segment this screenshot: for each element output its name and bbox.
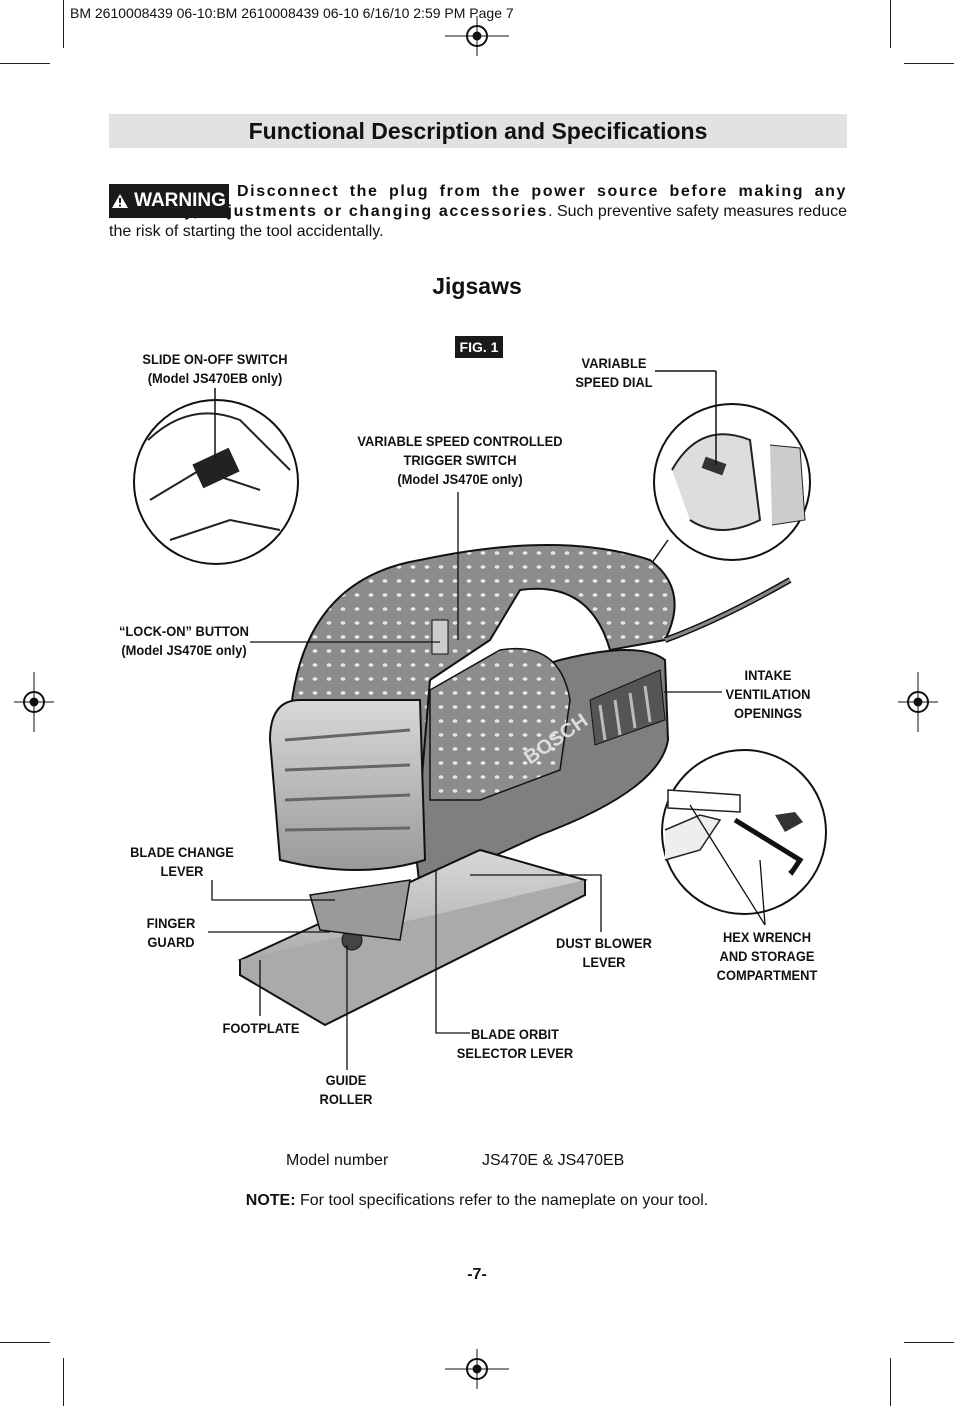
registration-mark-bottom (445, 1349, 509, 1389)
crop-mark (63, 1358, 64, 1406)
hex-wrench-detail (661, 749, 827, 915)
vent-openings (589, 669, 666, 746)
print-header: BM 2610008439 06-10:BM 2610008439 06-10 … (70, 5, 514, 21)
label-variable-speed-dial: VARIABLE SPEED DIAL (575, 355, 653, 390)
subsection-title: Jigsaws (432, 273, 522, 299)
label-blade-change-lever: BLADE CHANGE LEVER (130, 844, 234, 879)
slide-switch-detail (133, 388, 299, 565)
note-line: NOTE: For tool specifications refer to t… (0, 1192, 954, 1210)
label-finger-guard: FINGER GUARD (146, 915, 196, 950)
label-hex-wrench: HEX WRENCH AND STORAGE COMPARTMENT (716, 929, 818, 983)
label-intake-ventilation: INTAKE VENTILATION OPENINGS (725, 667, 811, 721)
section-title: Functional Description and Specification… (248, 118, 708, 144)
crop-mark (904, 63, 954, 64)
footplate (237, 848, 588, 1027)
crop-mark (0, 1342, 50, 1343)
warning-badge-label: WARNING (134, 190, 226, 211)
leader-lines (208, 492, 766, 1070)
crop-mark (0, 63, 50, 64)
crop-mark (890, 0, 891, 48)
warning-rest-text: . Such preventive safety measures reduce… (109, 203, 847, 240)
speed-dial-detail (639, 370, 811, 581)
warning-badge: WARNING (109, 184, 229, 218)
warning-triangle-icon (112, 194, 129, 208)
registration-mark-left (14, 672, 54, 732)
note-label: NOTE: (245, 1192, 296, 1209)
label-trigger-switch: VARIABLE SPEED CONTROLLED TRIGGER SWITCH… (357, 433, 563, 487)
page-number: -7- (467, 1266, 487, 1283)
label-lock-on-button: “LOCK-ON” BUTTON (Model JS470E only) (118, 623, 249, 658)
model-number-value: JS470E & JS470EB (482, 1152, 625, 1169)
jigsaw-body: BOSCH (268, 544, 792, 892)
section-title-bar: Functional Description and Specification… (109, 114, 847, 148)
label-footplate: FOOTPLATE (222, 1020, 300, 1036)
note-text: For tool specifications refer to the nam… (295, 1192, 709, 1209)
figure-tag: FIG. 1 (455, 336, 503, 358)
label-dust-blower-lever: DUST BLOWER LEVER (556, 935, 652, 970)
registration-mark-right (898, 672, 938, 732)
label-guide-roller: GUIDE ROLLER (319, 1072, 373, 1107)
crop-mark (904, 1342, 954, 1343)
label-blade-orbit-selector: BLADE ORBIT SELECTOR LEVER (456, 1026, 574, 1061)
label-slide-switch: SLIDE ON-OFF SWITCH (Model JS470EB only) (142, 351, 288, 386)
registration-mark-top (445, 16, 509, 56)
crop-mark (63, 0, 64, 48)
model-number-label: Model number (286, 1152, 389, 1169)
crop-mark (890, 1358, 891, 1406)
